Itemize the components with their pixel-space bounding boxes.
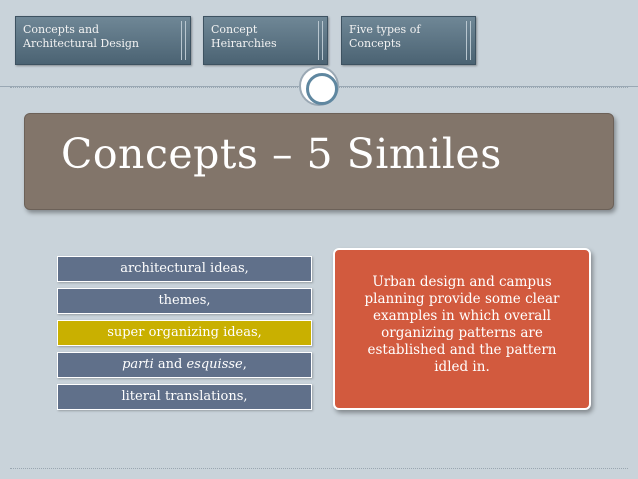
tab-label-line1: Five types of — [349, 23, 421, 36]
list-item: architectural ideas, — [57, 256, 312, 282]
tab-label-line1: Concept — [211, 23, 258, 36]
list-item: parti and esquisse, — [57, 352, 312, 378]
tab-concepts-and-architectural-design[interactable]: Concepts and Architectural Design — [15, 16, 191, 65]
ornament-line-left — [0, 86, 299, 87]
list-item-label: literal translations, — [121, 389, 248, 404]
ornament-line-right — [339, 86, 638, 87]
callout-text: Urban design and campus planning provide… — [364, 274, 560, 375]
list-item: literal translations, — [57, 384, 312, 410]
list-item-label-parti: parti — [122, 357, 154, 372]
list-item: themes, — [57, 288, 312, 314]
tab-concept-heirarchies[interactable]: Concept Heirarchies — [203, 16, 328, 65]
tab-label-line2: Concepts — [349, 37, 401, 50]
list-item-label: architectural ideas, — [120, 261, 249, 276]
list-item-label: super organizing ideas, — [107, 325, 262, 340]
circle-ornament-icon — [299, 66, 339, 106]
list-item-highlighted: super organizing ideas, — [57, 320, 312, 346]
tab-label-line1: Concepts and — [23, 23, 100, 36]
list-item-label-and: and — [153, 357, 187, 372]
footer-divider — [10, 468, 628, 469]
list-item-label: themes, — [158, 293, 211, 308]
title-box: Concepts – 5 Similes — [24, 113, 614, 210]
list-item-label-esquisse: esquisse — [186, 357, 243, 372]
tab-five-types-of-concepts[interactable]: Five types of Concepts — [341, 16, 476, 65]
tab-label-line2: Architectural Design — [23, 37, 140, 50]
callout-box: Urban design and campus planning provide… — [333, 248, 591, 410]
slide-title: Concepts – 5 Similes — [61, 130, 502, 178]
list-item-label-comma: , — [242, 357, 247, 372]
tab-label-line2: Heirarchies — [211, 37, 277, 50]
